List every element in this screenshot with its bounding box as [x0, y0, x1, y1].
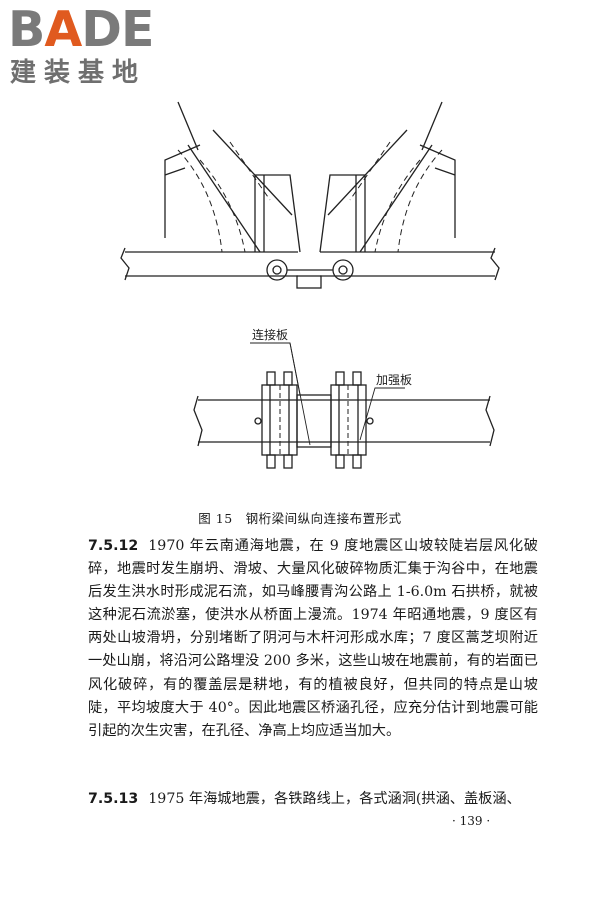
section-number: 7.5.13: [88, 791, 139, 807]
bade-logo: BADE 建装基地: [8, 1, 178, 89]
logo-accent-letter: A: [44, 1, 82, 58]
logo-subtitle: 建装基地: [10, 58, 147, 88]
steel-truss-connection-figure: 连接板 加强板: [120, 101, 500, 469]
figure-caption: 图 15 钢桁梁间纵向连接布置形式: [198, 511, 402, 526]
section-number: 7.5.12: [88, 538, 139, 554]
section-7-5-13: 7.5.13 1975 年海城地震，各铁路线上，各式涵洞(拱涵、盖板涵、: [88, 788, 538, 811]
connection-plate-label: 连接板: [252, 327, 288, 342]
page-number: · 139 ·: [452, 814, 491, 828]
stiffener-plate-label: 加强板: [376, 373, 412, 387]
section-text: 1970 年云南通海地震，在 9 度地震区山坡较陡岩层风化破碎，地震时发生崩坍、…: [88, 538, 538, 739]
section-text: 1975 年海城地震，各铁路线上，各式涵洞(拱涵、盖板涵、: [148, 791, 521, 807]
logo-wordmark: BADE: [8, 1, 154, 58]
